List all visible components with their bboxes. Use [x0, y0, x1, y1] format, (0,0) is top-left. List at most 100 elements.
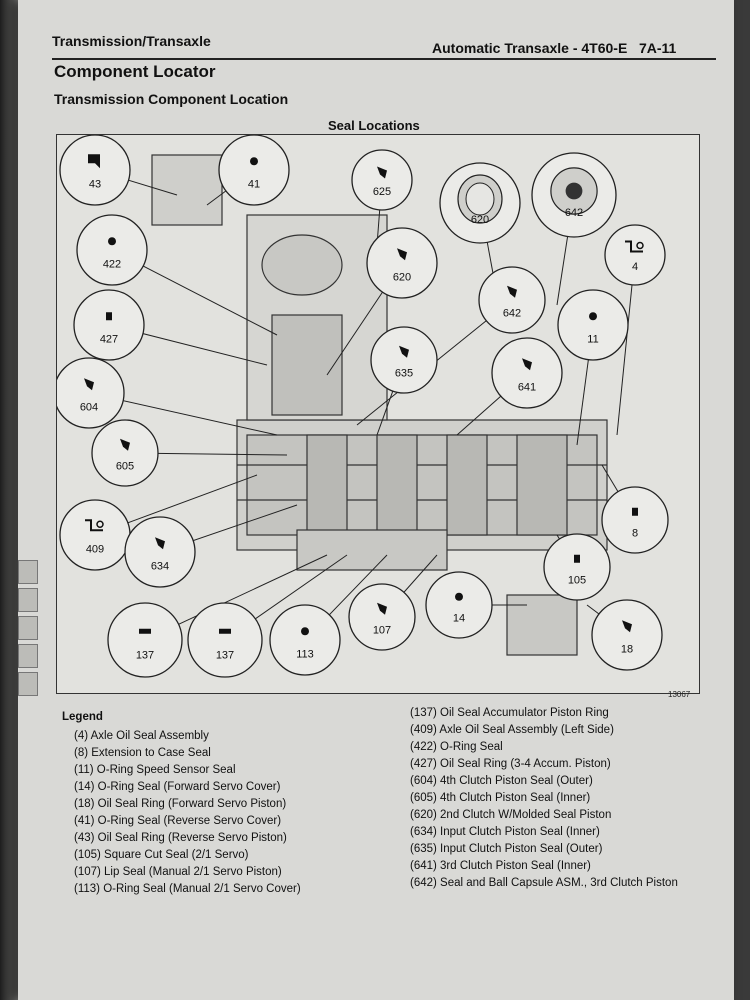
legend-item: (635) Input Clutch Piston Seal (Outer) [410, 843, 603, 855]
legend-item: (641) 3rd Clutch Piston Seal (Inner) [410, 860, 591, 872]
callout-label: 41 [248, 179, 260, 191]
legend-item: (604) 4th Clutch Piston Seal (Outer) [410, 775, 593, 787]
square-icon [106, 312, 112, 321]
callout-label: 409 [86, 544, 104, 556]
callout-circle [370, 326, 438, 394]
figure-title: Seal Locations [328, 118, 420, 133]
seal-profile-icon [377, 602, 387, 615]
callout-422: 422 [76, 214, 148, 286]
dot-icon [108, 237, 116, 246]
figure-number: 13067 [668, 690, 691, 699]
legend-item: (14) O-Ring Seal (Forward Servo Cover) [74, 781, 281, 793]
callout-circle [57, 357, 125, 429]
seal-profile-icon [155, 537, 165, 550]
callout-18: 18 [591, 599, 663, 671]
callout-label: 427 [100, 334, 118, 346]
callout-circle [543, 533, 611, 601]
callout-642: 642 [531, 152, 617, 238]
callout-circle [601, 486, 669, 554]
subsection-title: Transmission Component Location [54, 91, 289, 107]
legend-item: (41) O-Ring Seal (Reverse Servo Cover) [74, 815, 282, 827]
transaxle-cutaway-drawing [151, 154, 608, 656]
page-number: 7A-11 [638, 40, 677, 56]
dot-icon [589, 312, 597, 321]
callout-circle [478, 266, 546, 334]
callout-label: 642 [503, 308, 521, 320]
header-subject: Automatic Transaxle - 4T60-E 7A-11 [432, 40, 676, 56]
capsule-ring-icon [550, 167, 598, 215]
callout-circle [124, 516, 196, 588]
legend-left-column: (4) Axle Oil Seal Assembly (8) Extension… [74, 728, 301, 898]
callout-label: 18 [621, 644, 633, 656]
legend-title: Legend [62, 711, 103, 723]
callout-43: 43 [59, 135, 131, 206]
callout-label: 625 [373, 186, 391, 198]
seal-profile-icon [522, 358, 532, 371]
seal-profile-icon [507, 285, 517, 298]
index-tab [18, 644, 38, 668]
callout-label: 641 [518, 382, 536, 394]
callout-620: 620 [439, 162, 521, 244]
callout-label: 4 [632, 261, 638, 273]
square-icon [574, 554, 580, 563]
legend-item: (634) Input Clutch Piston Seal (Inner) [410, 826, 600, 838]
callout-137: 137 [107, 602, 183, 678]
callout-41: 41 [218, 135, 290, 206]
legend-right-column: (137) Oil Seal Accumulator Piston Ring (… [410, 705, 727, 892]
legend-item: (113) O-Ring Seal (Manual 2/1 Servo Cove… [74, 883, 301, 895]
callout-label: 43 [89, 179, 101, 191]
callout-8: 8 [601, 486, 669, 554]
callout-circle [76, 214, 148, 286]
callout-105: 105 [543, 533, 611, 601]
index-tab [18, 672, 38, 696]
callout-circle [366, 227, 438, 299]
callout-604: 604 [57, 357, 125, 429]
index-tab [18, 616, 38, 640]
seal-profile-icon [120, 438, 130, 451]
callout-circle [107, 602, 183, 678]
legend-item: (422) O-Ring Seal [410, 741, 503, 753]
callout-label: 620 [471, 214, 489, 226]
seal-profile-icon [397, 248, 407, 261]
legend-item: (605) 4th Clutch Piston Seal (Inner) [410, 792, 591, 804]
callout-label: 620 [393, 272, 411, 284]
legend-item: (4) Axle Oil Seal Assembly [74, 730, 209, 742]
callout-113: 113 [269, 604, 341, 676]
callout-circle [348, 583, 416, 651]
sprocket [261, 234, 343, 296]
callout-circle [591, 599, 663, 671]
callout-label: 113 [296, 649, 314, 661]
differential [516, 434, 568, 536]
callout-620: 620 [366, 227, 438, 299]
callout-circle [557, 289, 629, 361]
legend-item: (409) Axle Oil Seal Assembly (Left Side) [410, 724, 614, 736]
callout-circle [59, 135, 131, 206]
callout-circle [491, 337, 563, 409]
callout-107: 107 [348, 583, 416, 651]
callout-label: 634 [151, 561, 169, 573]
seal-profile-icon [84, 378, 94, 391]
converter-pack [271, 314, 343, 416]
callout-circle [269, 604, 341, 676]
callout-625: 625 [351, 149, 413, 211]
legend-item: (8) Extension to Case Seal [74, 747, 211, 759]
seal-profile-icon [399, 345, 409, 358]
callout-641: 641 [491, 337, 563, 409]
legend-item: (427) Oil Seal Ring (3-4 Accum. Piston) [410, 758, 611, 770]
callout-label: 137 [216, 650, 234, 662]
callout-label: 14 [453, 613, 465, 625]
dot-icon [455, 592, 463, 601]
callout-137: 137 [187, 602, 263, 678]
callout-label: 422 [103, 259, 121, 271]
callout-circle [73, 289, 145, 361]
callout-label: 137 [136, 650, 154, 662]
callout-label: 105 [568, 575, 586, 587]
callout-409: 409 [59, 499, 131, 571]
book-binding [0, 0, 22, 1000]
axle-seal-icon [625, 240, 644, 253]
header-rule [52, 58, 716, 60]
callout-605: 605 [91, 419, 159, 487]
